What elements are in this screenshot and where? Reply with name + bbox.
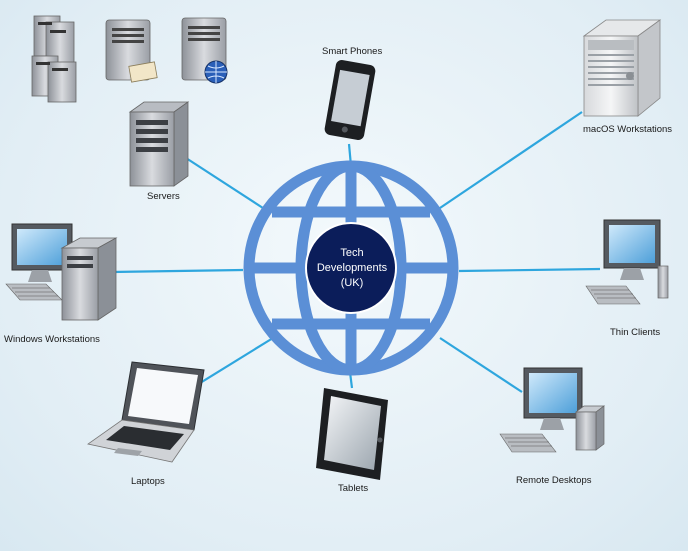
- tablet-icon: [316, 388, 388, 480]
- remote-desktop-icon: [499, 367, 606, 453]
- hub-label-line-2: Developments: [316, 262, 388, 274]
- label-thin-clients: Thin Clients: [610, 327, 661, 338]
- label-macos-workstations: macOS Workstations: [583, 124, 673, 135]
- connector-macos: [436, 111, 583, 211]
- connector-remote-desktops: [439, 337, 523, 393]
- connector-thin-clients: [458, 267, 601, 273]
- connector-windows: [111, 268, 244, 274]
- label-laptops: Laptops: [131, 476, 165, 487]
- hub-label-line-1: Tech: [340, 247, 364, 259]
- label-windows-workstations: Windows Workstations: [4, 334, 100, 345]
- connector-lines: [111, 111, 601, 393]
- server-rack-icon: [31, 15, 77, 103]
- connector-servers: [185, 157, 267, 211]
- server-web-icon: [181, 17, 228, 84]
- windows-workstation-icon: [5, 223, 118, 321]
- label-remote-desktops: Remote Desktops: [516, 475, 592, 486]
- server-mail-icon: [105, 19, 158, 83]
- smartphone-icon: [324, 60, 376, 140]
- mac-pro-icon: [582, 19, 662, 117]
- hub-label: Tech Developments (UK): [305, 246, 399, 291]
- label-tablets: Tablets: [338, 483, 369, 494]
- hub-label-line-3: (UK): [340, 277, 364, 289]
- thin-client-icon: [585, 219, 669, 305]
- label-servers: Servers: [147, 191, 180, 202]
- servers-icon: [128, 101, 190, 187]
- label-smart-phones: Smart Phones: [322, 46, 383, 57]
- hub-circle: [305, 222, 397, 314]
- connector-laptops: [191, 337, 274, 389]
- laptop-icon: [87, 361, 205, 463]
